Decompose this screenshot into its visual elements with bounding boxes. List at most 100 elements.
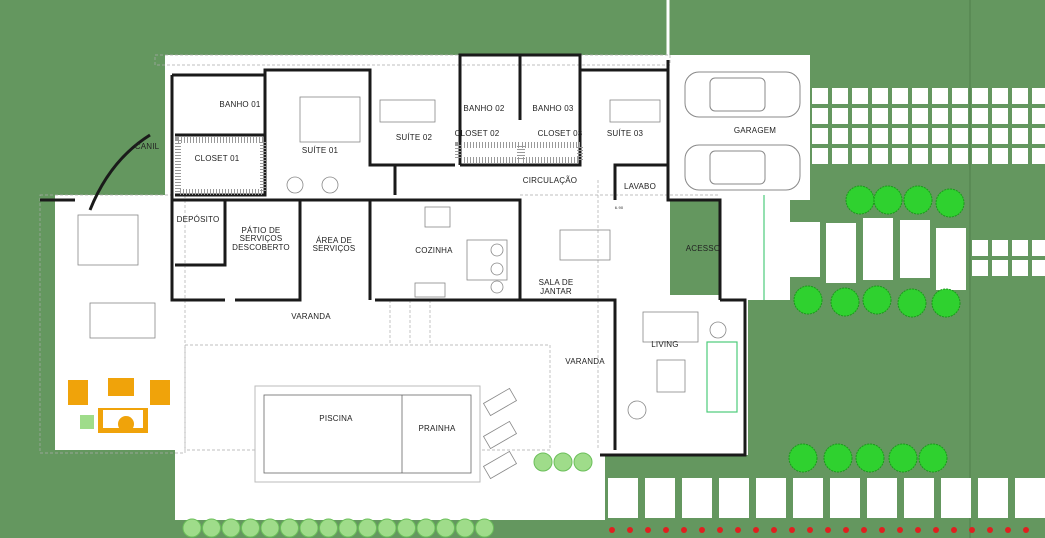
paver-square bbox=[892, 88, 908, 104]
paver-square bbox=[1012, 128, 1028, 144]
paver-slab bbox=[645, 478, 675, 518]
paver-square bbox=[912, 128, 928, 144]
paver-square bbox=[852, 88, 868, 104]
label-piscina: PISCINA bbox=[319, 414, 353, 423]
paver-slab bbox=[863, 218, 893, 280]
cooktop bbox=[424, 206, 451, 228]
paver-slab bbox=[941, 478, 971, 518]
paver-square bbox=[1032, 148, 1045, 164]
outdoor-table bbox=[108, 378, 134, 396]
label-patio-1: PÁTIO DE bbox=[242, 226, 281, 235]
shrub bbox=[436, 518, 455, 538]
paver-slab bbox=[756, 478, 786, 518]
paver-slab bbox=[790, 222, 820, 277]
paver-square bbox=[1012, 88, 1028, 104]
shrub bbox=[338, 518, 358, 538]
coffee-table bbox=[656, 359, 686, 393]
room-labels: BANHO 01 CLOSET 01 SUÍTE 01 SUÍTE 02 BAN… bbox=[135, 100, 776, 433]
paver-slab bbox=[936, 228, 966, 290]
canil-wall bbox=[88, 133, 151, 211]
shrub bbox=[533, 452, 553, 472]
paver-square bbox=[972, 108, 988, 124]
paver-square bbox=[992, 108, 1008, 124]
label-banho01: BANHO 01 bbox=[219, 100, 261, 109]
sun-loungers bbox=[482, 387, 518, 480]
shrub bbox=[475, 518, 494, 538]
flower bbox=[987, 527, 993, 533]
label-patio-2: SERVIÇOS bbox=[240, 234, 283, 243]
flower bbox=[1023, 527, 1029, 533]
label-banho03: BANHO 03 bbox=[532, 104, 574, 113]
flower bbox=[915, 527, 921, 533]
paver-square bbox=[892, 148, 908, 164]
tree bbox=[823, 443, 853, 473]
paver-square bbox=[952, 148, 968, 164]
outdoor-pouf bbox=[118, 416, 134, 432]
stool bbox=[490, 262, 504, 276]
paver-square bbox=[992, 128, 1008, 144]
label-cozinha: COZINHA bbox=[415, 246, 453, 255]
tree bbox=[931, 288, 961, 318]
pool bbox=[263, 394, 472, 474]
label-lavabo: LAVABO bbox=[624, 182, 656, 191]
tree bbox=[888, 443, 918, 473]
paver-square bbox=[932, 148, 948, 164]
flower bbox=[825, 527, 831, 533]
shrub bbox=[221, 518, 241, 538]
bed-suite03 bbox=[609, 99, 661, 123]
paver-square bbox=[1032, 260, 1045, 276]
paver-square bbox=[1012, 240, 1028, 256]
paver-square bbox=[992, 240, 1008, 256]
closet03-wardrobe bbox=[519, 142, 583, 163]
label-suite03: SUÍTE 03 bbox=[607, 129, 644, 138]
closet01-wardrobe bbox=[175, 137, 266, 195]
sofa-green bbox=[706, 341, 738, 413]
dimension-label: 6.90 bbox=[615, 205, 624, 210]
paver-square bbox=[952, 128, 968, 144]
dining-table bbox=[559, 229, 611, 261]
tree bbox=[793, 285, 823, 315]
label-sala-2: JANTAR bbox=[540, 287, 572, 296]
flower bbox=[645, 527, 651, 533]
kitchen-island bbox=[466, 239, 508, 281]
paver-square bbox=[872, 128, 888, 144]
bed-suite01 bbox=[299, 96, 361, 143]
tree bbox=[918, 443, 948, 473]
shrub bbox=[377, 518, 397, 538]
label-banho02: BANHO 02 bbox=[463, 104, 505, 113]
paver-square bbox=[932, 128, 948, 144]
label-suite02: SUÍTE 02 bbox=[396, 133, 433, 142]
paver-square bbox=[912, 88, 928, 104]
paver-square bbox=[1032, 108, 1045, 124]
shrub bbox=[573, 452, 593, 472]
flower bbox=[1005, 527, 1011, 533]
shrub bbox=[416, 518, 436, 538]
flower bbox=[699, 527, 705, 533]
paver-square bbox=[872, 148, 888, 164]
paver-square bbox=[832, 88, 848, 104]
paver-square bbox=[992, 88, 1008, 104]
label-deposito: DEPÓSITO bbox=[177, 215, 220, 224]
paver-square bbox=[932, 88, 948, 104]
paver-square bbox=[812, 148, 828, 164]
outdoor-chair bbox=[150, 380, 170, 405]
armchair bbox=[286, 176, 304, 194]
label-garagem: GARAGEM bbox=[734, 126, 776, 135]
shrub bbox=[280, 518, 299, 538]
flower bbox=[969, 527, 975, 533]
label-varanda: VARANDA bbox=[565, 357, 605, 366]
flower bbox=[753, 527, 759, 533]
paver-square bbox=[832, 108, 848, 124]
paver-square bbox=[872, 108, 888, 124]
pavers bbox=[608, 88, 1045, 518]
paver-slab bbox=[867, 478, 897, 518]
car bbox=[684, 71, 801, 118]
paver-square bbox=[972, 148, 988, 164]
paver-slab bbox=[608, 478, 638, 518]
flower bbox=[771, 527, 777, 533]
shrub bbox=[358, 518, 377, 538]
paver-slab bbox=[719, 478, 749, 518]
label-patio-3: DESCOBERTO bbox=[232, 243, 290, 252]
paver-square bbox=[852, 128, 868, 144]
tree bbox=[935, 188, 965, 218]
